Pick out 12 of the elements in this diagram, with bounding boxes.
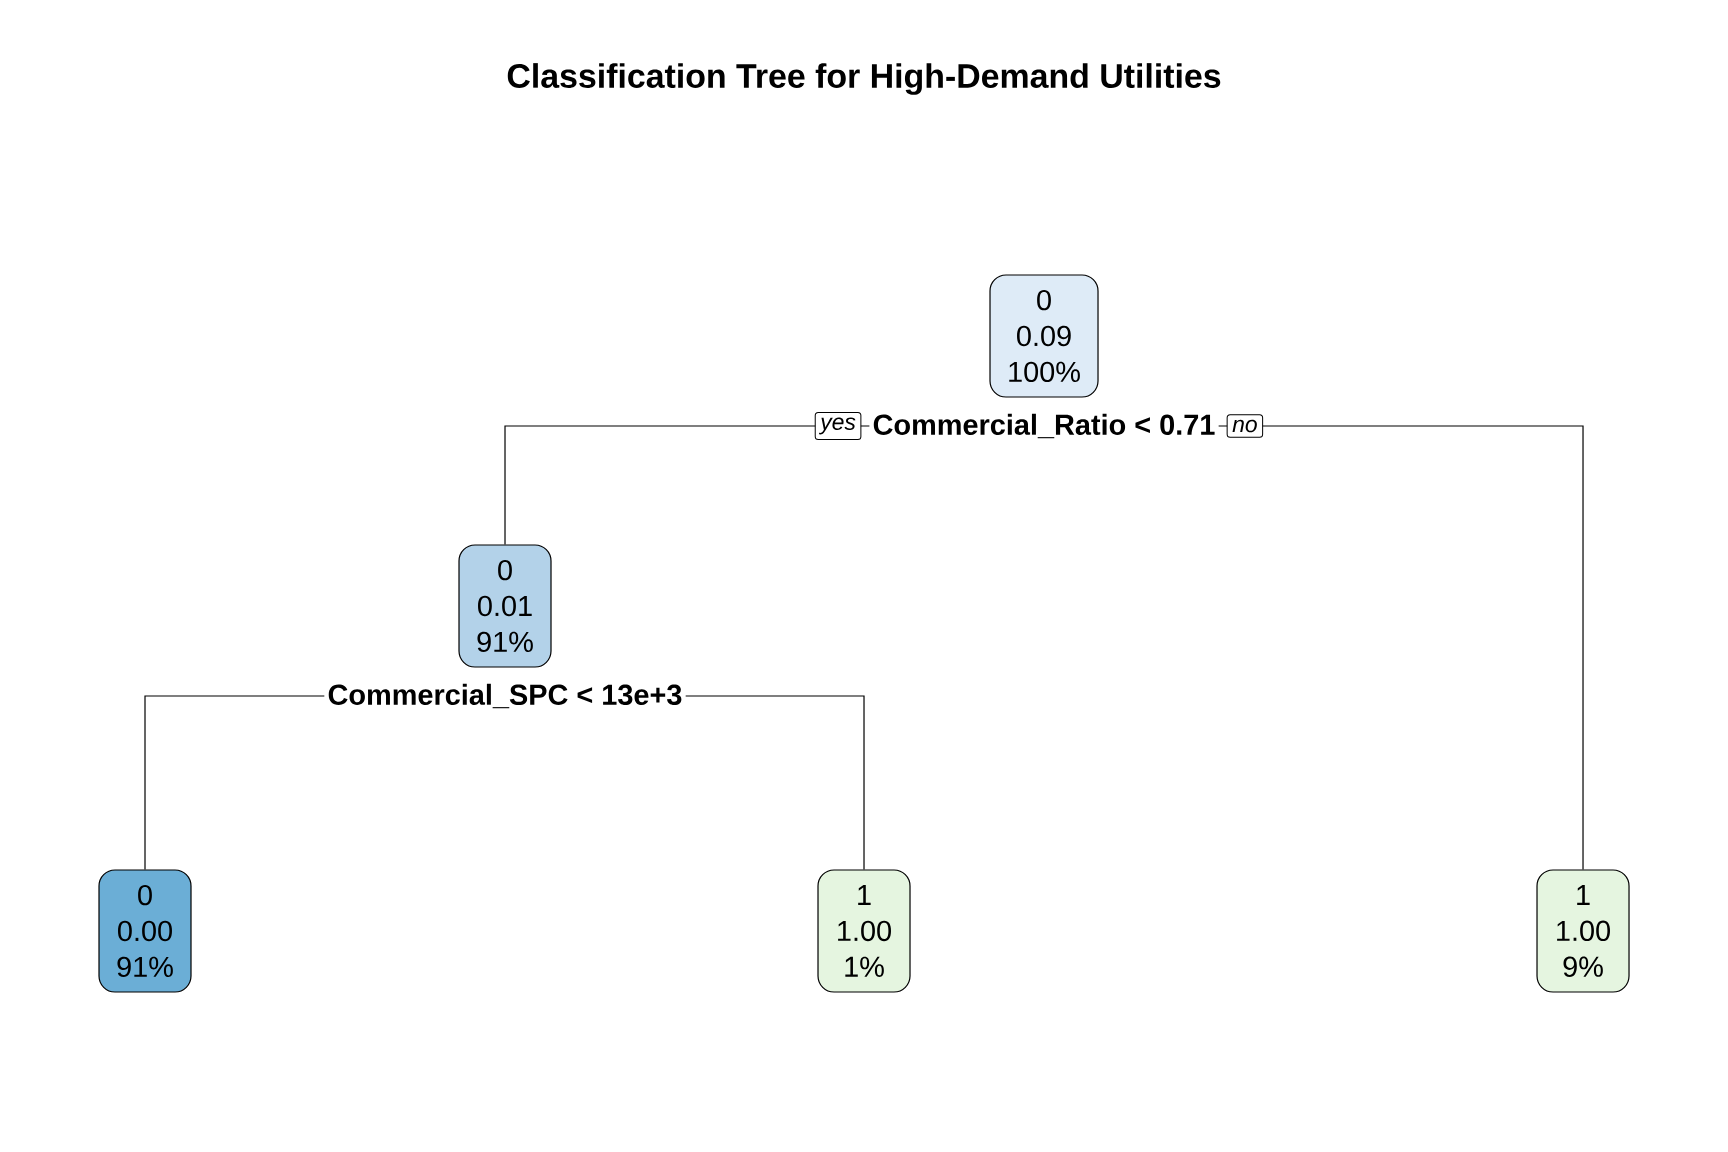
tree-node-box: 1 1.00 1%	[817, 869, 911, 993]
tree-node-box: 1 1.00 9%	[1536, 869, 1630, 993]
tree-node-box: 0 0.00 91%	[98, 869, 192, 993]
tree-node-box: 0 0.01 91%	[458, 544, 552, 668]
tree-branch	[685, 695, 865, 870]
tree-node-box: 0 0.09 100%	[989, 274, 1099, 398]
title: Classification Tree for High-Demand Utilities	[507, 63, 1221, 95]
split-label: Commercial_Ratio < 0.71	[873, 413, 1215, 439]
tree-branch	[144, 695, 325, 870]
split-label: Commercial_SPC < 13e+3	[328, 683, 682, 709]
edge-label: yes	[814, 411, 862, 441]
edge-label: no	[1226, 414, 1264, 438]
